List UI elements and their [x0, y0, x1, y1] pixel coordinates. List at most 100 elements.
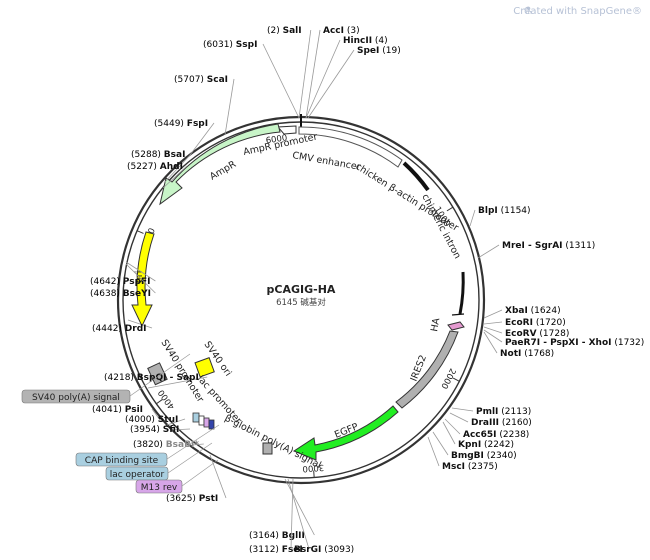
site-position: (4642) [90, 277, 123, 287]
site-position: (3625) [166, 494, 199, 504]
restriction-site-ahdi[interactable]: (5227) AhdI [127, 162, 188, 189]
site-position: (4041) [92, 405, 125, 415]
site-leader-line [127, 319, 153, 329]
badge-cap-binding-site[interactable]: CAP binding site [75, 424, 220, 467]
chimeric-intron-arc-2[interactable] [458, 271, 465, 315]
site-leader-line [125, 261, 156, 282]
restriction-site-paer7i-pspxi-xhoi[interactable]: PaeR7I - PspXI - XhoI (1732) [483, 329, 644, 348]
site-leader-line [483, 331, 498, 354]
restriction-site-acci[interactable]: AccI (3) [305, 26, 360, 119]
site-leader-line [209, 454, 227, 499]
tick-mark [313, 470, 315, 478]
restriction-site-fspi[interactable]: (5449) FspI [154, 119, 215, 156]
restriction-site-ecori[interactable]: EcoRI (1720) [483, 318, 566, 328]
restriction-site-kpni[interactable]: KpnI (2242) [442, 421, 514, 450]
restriction-site-draiii[interactable]: DraIII (2160) [449, 412, 532, 428]
restriction-site-pspfi[interactable]: (4642) PspFI [90, 261, 156, 287]
watermark: Created with SnapGene® [513, 6, 642, 17]
badge-leader-line [129, 353, 191, 397]
feature-label-ha: HA [429, 317, 442, 333]
site-name: MscI [442, 462, 465, 472]
site-label: (4041) PsiI [92, 405, 143, 415]
site-leader-line [287, 478, 310, 550]
restriction-site-hincii[interactable]: HincII (4) [305, 36, 388, 119]
badge-box [21, 389, 131, 404]
cmv-enhancer-arc[interactable] [298, 126, 403, 168]
restriction-site-bglii[interactable]: (3164) BglII [249, 478, 315, 541]
m13-rev-box[interactable] [203, 417, 210, 428]
restriction-site-drdi[interactable]: (4442) DrdI [92, 319, 153, 334]
ori-arrow[interactable] [131, 231, 155, 328]
sv40-ori-box[interactable] [194, 357, 215, 378]
restriction-sites: (2) SalI (6031) SspI(5707) ScaI(5449) Fsp… [90, 26, 644, 555]
ampr-promoter-arrow[interactable] [276, 125, 297, 135]
lac-promoter-box[interactable] [198, 415, 205, 426]
site-label: (5288) BsaI [131, 150, 185, 160]
restriction-site-msci[interactable]: MscI (2375) [427, 436, 498, 472]
restriction-site-bspqi-sapi[interactable]: (4218) BspQI - SapI [104, 373, 208, 389]
features [131, 123, 465, 461]
restriction-site-noti[interactable]: NotI (1768) [483, 331, 554, 359]
site-name: NotI [500, 349, 521, 359]
restriction-site-sspi[interactable]: (6031) SspI [203, 40, 300, 119]
restriction-site-blpi[interactable]: BlpI (1154) [469, 206, 531, 227]
site-leader-line [284, 478, 315, 536]
site-leader-line [162, 165, 188, 189]
site-name: PstI [199, 494, 218, 504]
chimeric-intron-arc[interactable] [402, 161, 430, 192]
cap-binding-box[interactable] [192, 412, 200, 423]
site-position: (4218) [104, 373, 137, 383]
site-position: (1728) [537, 329, 570, 339]
restriction-site-bsai[interactable]: (5288) BsaI [131, 150, 192, 184]
ires2-arc[interactable] [395, 330, 459, 409]
restriction-site-sali[interactable]: (2) SalI [267, 26, 312, 119]
site-leader-line [442, 421, 456, 445]
site-leader-line [483, 329, 503, 343]
restriction-site-bseyi[interactable]: (4638) BseYI [90, 263, 156, 299]
restriction-site-psii[interactable]: (4041) PsiI [92, 405, 161, 421]
restriction-site-acc65i[interactable]: Acc65I (2238) [444, 418, 529, 440]
site-position: (3954) [130, 425, 163, 435]
badge-sv40-poly-a-signal[interactable]: SV40 poly(A) signal [21, 353, 191, 404]
restriction-site-bmgbi[interactable]: BmgBI (2340) [432, 431, 517, 461]
restriction-site-scai[interactable]: (5707) ScaI [174, 75, 235, 136]
site-label: EcoRV (1728) [505, 329, 569, 339]
site-label: (4642) PspFI [90, 277, 151, 287]
site-label: (3164) BglII [249, 531, 305, 541]
restriction-site-xbai[interactable]: XbaI (1624) [483, 306, 561, 319]
site-position: (4638) [90, 289, 123, 299]
beta-globin-box[interactable] [262, 442, 273, 455]
site-name: DraIII [471, 418, 499, 428]
restriction-site-bsrgi[interactable]: BsrGI (3093) [290, 478, 354, 555]
lac-operator-box[interactable] [208, 419, 215, 430]
badge-lac-operator[interactable]: lac operator [105, 442, 213, 481]
site-name: BsaI [164, 150, 186, 160]
site-label: (2) SalI [267, 26, 302, 36]
site-name: Acc65I [463, 430, 497, 440]
site-position: (5227) [127, 162, 160, 172]
site-leader-line [262, 43, 300, 119]
site-name: BmgBI [451, 451, 484, 461]
site-leader-line [169, 428, 191, 431]
site-leader-line [224, 78, 235, 136]
restriction-site-psti[interactable]: (3625) PstI [166, 454, 227, 504]
site-leader-line [449, 412, 469, 423]
ampr-arrow[interactable] [159, 123, 281, 206]
restriction-site-spei[interactable]: SpeI (19) [307, 46, 401, 119]
badge-leader-line [166, 424, 220, 460]
restriction-site-fsei[interactable]: (3112) FseI [249, 478, 310, 555]
restriction-site-stui[interactable]: (4000) StuI [125, 415, 186, 426]
site-leader-line [305, 39, 341, 119]
ha-marker[interactable] [447, 321, 465, 331]
restriction-site-pmli[interactable]: PmlI (2113) [451, 407, 531, 417]
egfp-arrow[interactable] [292, 405, 399, 461]
sv40-promoter-box[interactable] [147, 362, 168, 386]
restriction-site-bsabi-[interactable]: (3820) BsaBI* [133, 440, 204, 450]
site-position: (1624) [528, 306, 561, 316]
restriction-site-mrei-sgrai[interactable]: MreI - SgrAI (1311) [477, 241, 595, 259]
site-name: AccI [323, 26, 344, 36]
badge-m13-rev[interactable]: M13 rev [135, 459, 219, 494]
restriction-site-sfii[interactable]: (3954) SfiI [130, 425, 191, 435]
restriction-site-ecorv[interactable]: EcoRV (1728) [483, 326, 569, 339]
